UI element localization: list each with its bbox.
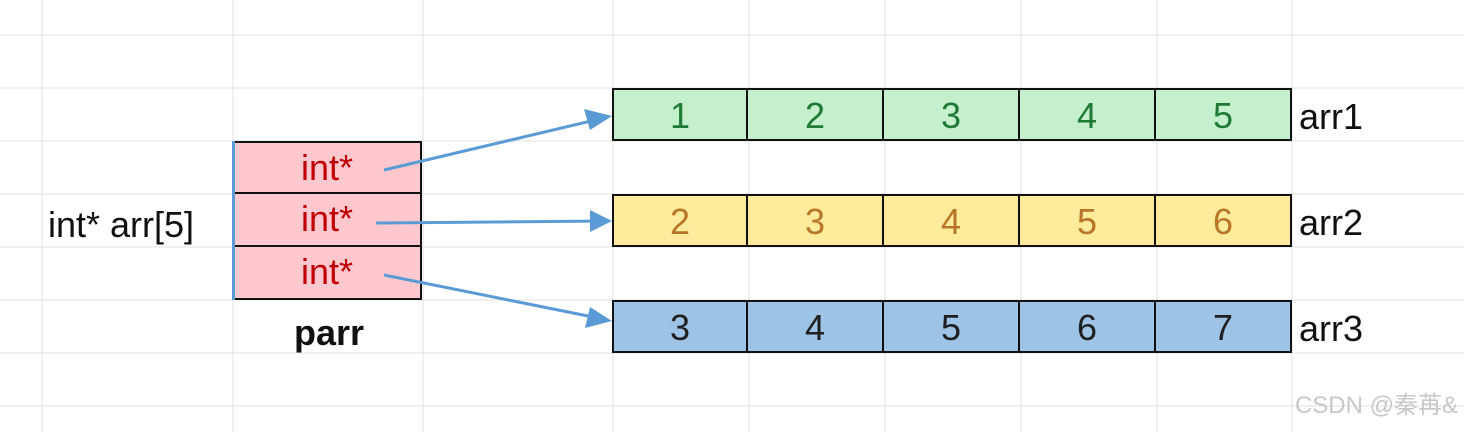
arr2-cell-1: 3: [748, 194, 884, 247]
parr-left-border: [232, 141, 235, 300]
arr3-cell-2: 5: [884, 300, 1020, 353]
arr1-cell-4: 5: [1156, 88, 1292, 141]
arr1-cell-0: 1: [612, 88, 748, 141]
arr2-cell-4: 6: [1156, 194, 1292, 247]
arr1-name: arr1: [1299, 96, 1364, 137]
arr3-cell-1: 4: [748, 300, 884, 353]
arr1-cell-1: 2: [748, 88, 884, 141]
arr2-cell-0: 2: [612, 194, 748, 247]
parr-cell-1: int*: [232, 194, 422, 247]
parr-label: parr: [293, 312, 365, 353]
parr-cell-2: int*: [232, 247, 422, 300]
arr3-cell-0: 3: [612, 300, 748, 353]
arr1-row: 1 2 3 4 5: [612, 88, 1292, 141]
parr-array: int* int* int*: [232, 141, 422, 300]
arr3-name: arr3: [1299, 308, 1364, 349]
arr2-row: 2 3 4 5 6: [612, 194, 1292, 247]
arr3-cell-3: 6: [1020, 300, 1156, 353]
parr-cell-0: int*: [232, 141, 422, 194]
arr1-cell-2: 3: [884, 88, 1020, 141]
arr2-cell-2: 4: [884, 194, 1020, 247]
arr3-row: 3 4 5 6 7: [612, 300, 1292, 353]
declaration-label: int* arr[5]: [48, 204, 195, 245]
arr3-cell-4: 7: [1156, 300, 1292, 353]
arr2-cell-3: 5: [1020, 194, 1156, 247]
arr2-name: arr2: [1299, 202, 1364, 243]
csdn-watermark: CSDN @秦苒&: [1294, 392, 1458, 419]
arr1-cell-3: 4: [1020, 88, 1156, 141]
